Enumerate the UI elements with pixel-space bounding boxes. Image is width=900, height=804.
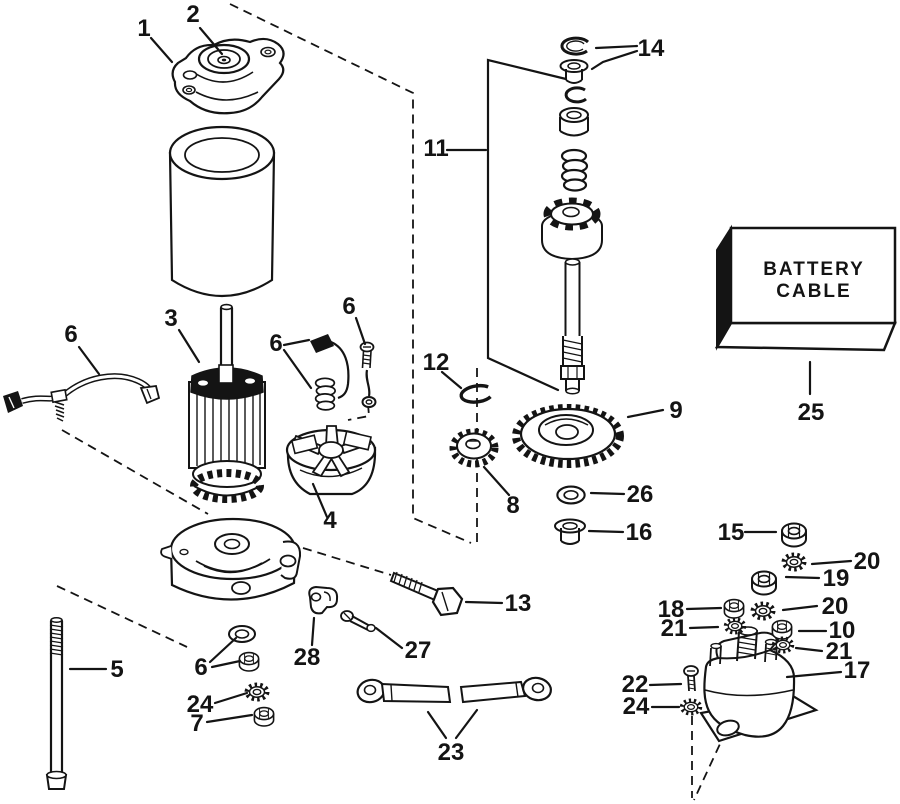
upper-end-cap-drawing bbox=[171, 37, 285, 115]
negative-lead-wire-drawing bbox=[3, 373, 161, 422]
solenoid-hardware bbox=[682, 522, 807, 714]
pinion-gear-drawing bbox=[449, 428, 499, 468]
callout-6-center: 6 bbox=[269, 330, 282, 357]
drive-assembly-bracket bbox=[486, 58, 568, 392]
solenoid-drawing bbox=[699, 626, 819, 743]
callout-14: 14 bbox=[638, 35, 665, 62]
callout-6-left: 6 bbox=[64, 321, 77, 348]
callout-16: 16 bbox=[626, 519, 653, 546]
lower-bushing-drawing bbox=[554, 518, 586, 545]
through-bolt-drawing bbox=[45, 617, 68, 790]
callout-24b: 24 bbox=[623, 693, 650, 720]
dashed-association-lines bbox=[56, 3, 727, 801]
battery-cable-label-line2: CABLE bbox=[776, 281, 851, 302]
callout-2: 2 bbox=[186, 1, 199, 28]
solenoid-screw-drawing bbox=[683, 665, 699, 692]
callout-17: 17 bbox=[844, 657, 871, 684]
callout-6-bottom: 6 bbox=[194, 654, 207, 681]
callout-4: 4 bbox=[323, 507, 337, 534]
callout-21b: 21 bbox=[826, 638, 853, 665]
clamp-drawing bbox=[308, 585, 339, 615]
callout-23: 23 bbox=[438, 739, 465, 766]
callout-27: 27 bbox=[405, 637, 432, 664]
callout-20a: 20 bbox=[854, 548, 881, 575]
callout-5: 5 bbox=[110, 656, 123, 683]
callout-15: 15 bbox=[718, 519, 745, 546]
brush-plate-drawing bbox=[285, 425, 377, 496]
callout-labels: 1 2 3 6 6 6 11 14 12 4 8 9 26 16 25 15 2… bbox=[64, 1, 880, 766]
callout-21a: 21 bbox=[661, 615, 688, 642]
callout-20b: 20 bbox=[822, 593, 849, 620]
lower-end-cap-drawing bbox=[160, 517, 302, 601]
callout-6-right: 6 bbox=[342, 293, 355, 320]
thrust-washer-drawing bbox=[556, 485, 586, 505]
callout-26: 26 bbox=[627, 481, 654, 508]
callout-3: 3 bbox=[164, 305, 177, 332]
brush-set-drawing bbox=[310, 334, 377, 411]
drive-assembly-stack bbox=[541, 36, 603, 395]
armature-drawing bbox=[188, 303, 266, 503]
callout-19: 19 bbox=[823, 565, 850, 592]
callout-18: 18 bbox=[658, 596, 685, 623]
battery-cable-box: BATTERY CABLE bbox=[714, 224, 897, 396]
callout-10: 10 bbox=[829, 617, 856, 644]
callout-12: 12 bbox=[423, 349, 450, 376]
endcap-hardware-stack bbox=[228, 625, 275, 727]
mount-bolt-drawing bbox=[389, 571, 464, 617]
motor-frame-drawing bbox=[168, 125, 276, 297]
callout-1: 1 bbox=[137, 15, 150, 42]
callout-25: 25 bbox=[798, 399, 825, 426]
battery-cable-label-line1: BATTERY bbox=[763, 259, 865, 280]
callout-28: 28 bbox=[294, 644, 321, 671]
clamp-screw-drawing bbox=[340, 610, 376, 633]
callout-24a: 24 bbox=[187, 691, 214, 718]
callout-9: 9 bbox=[669, 397, 682, 424]
drive-gear-drawing bbox=[512, 404, 624, 468]
leader-lines bbox=[68, 26, 853, 740]
callout-11: 11 bbox=[423, 135, 448, 162]
callout-7: 7 bbox=[190, 710, 203, 737]
callout-13: 13 bbox=[505, 590, 532, 617]
retaining-ring-drawing bbox=[459, 383, 492, 404]
cable-links-drawing bbox=[356, 676, 552, 704]
callout-8: 8 bbox=[506, 492, 519, 519]
callout-22: 22 bbox=[622, 671, 649, 698]
